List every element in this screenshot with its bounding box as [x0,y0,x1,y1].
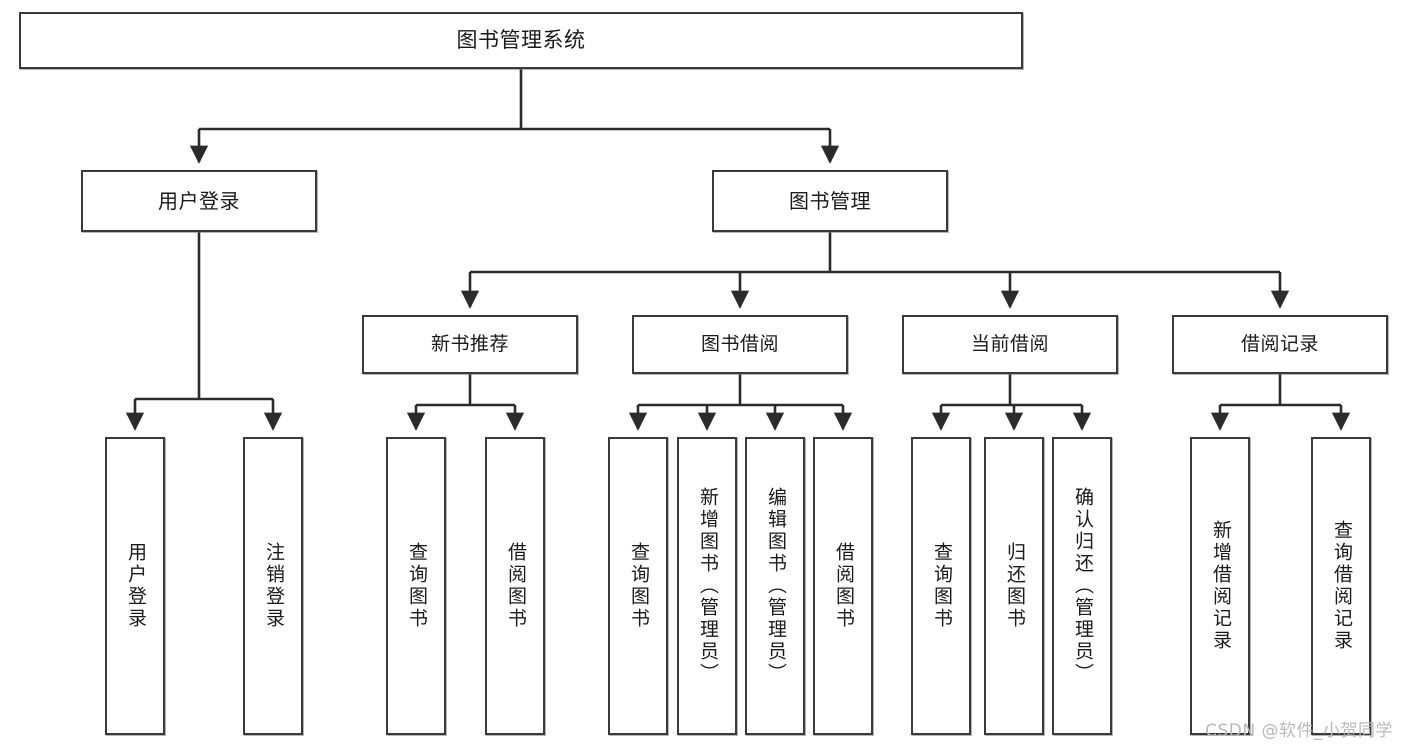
leaf-br-add-record[interactable]: 新增借阅记录 [1190,437,1250,735]
leaf-cb-query-book[interactable]: 查询图书 [911,437,971,735]
leaf-user-login[interactable]: 用户登录 [105,437,165,735]
node-user-login-label: 用户登录 [158,188,240,213]
node-book-management-label: 图书管理 [789,188,871,213]
leaf-logout-label: 注销登录 [262,542,285,630]
node-current-borrow-label: 当前借阅 [970,332,1049,355]
leaf-bo-borrow-book-label: 借阅图书 [832,542,855,630]
leaf-nb-borrow-book[interactable]: 借阅图书 [485,437,545,735]
node-book-borrow[interactable]: 图书借阅 [632,315,848,374]
leaf-bo-add-book-admin[interactable]: 新增图书（管理员） [677,437,737,735]
watermark-text: CSDN @软件_小贺同学 [1205,721,1393,741]
leaf-bo-edit-book-admin-label: 编辑图书（管理员） [764,487,787,685]
node-user-login[interactable]: 用户登录 [81,170,317,232]
leaf-cb-return-book-label: 归还图书 [1003,542,1026,630]
leaf-cb-return-book[interactable]: 归还图书 [984,437,1044,735]
node-root-label: 图书管理系统 [456,27,586,52]
leaf-nb-borrow-book-label: 借阅图书 [504,542,527,630]
leaf-br-query-record[interactable]: 查询借阅记录 [1311,437,1371,735]
leaf-bo-add-book-admin-label: 新增图书（管理员） [696,487,719,685]
node-book-borrow-label: 图书借阅 [700,332,779,355]
leaf-bo-borrow-book[interactable]: 借阅图书 [813,437,873,735]
node-current-borrow[interactable]: 当前借阅 [902,315,1118,374]
leaf-bo-query-book[interactable]: 查询图书 [608,437,668,735]
leaf-user-login-label: 用户登录 [124,542,147,630]
leaf-logout[interactable]: 注销登录 [243,437,303,735]
leaf-cb-query-book-label: 查询图书 [930,542,953,630]
leaf-br-add-record-label: 新增借阅记录 [1209,520,1232,652]
node-borrow-record-label: 借阅记录 [1240,332,1319,355]
node-new-book-recommend[interactable]: 新书推荐 [362,315,578,374]
node-borrow-record[interactable]: 借阅记录 [1172,315,1388,374]
leaf-cb-confirm-return-admin-label: 确认归还（管理员） [1071,487,1094,685]
leaf-bo-edit-book-admin[interactable]: 编辑图书（管理员） [745,437,805,735]
leaf-cb-confirm-return-admin[interactable]: 确认归还（管理员） [1052,437,1112,735]
leaf-bo-query-book-label: 查询图书 [627,542,650,630]
leaf-nb-query-book[interactable]: 查询图书 [386,437,446,735]
node-root[interactable]: 图书管理系统 [19,12,1023,69]
node-book-management[interactable]: 图书管理 [712,170,948,232]
node-new-book-recommend-label: 新书推荐 [430,332,509,355]
leaf-br-query-record-label: 查询借阅记录 [1330,520,1353,652]
leaf-nb-query-book-label: 查询图书 [405,542,428,630]
